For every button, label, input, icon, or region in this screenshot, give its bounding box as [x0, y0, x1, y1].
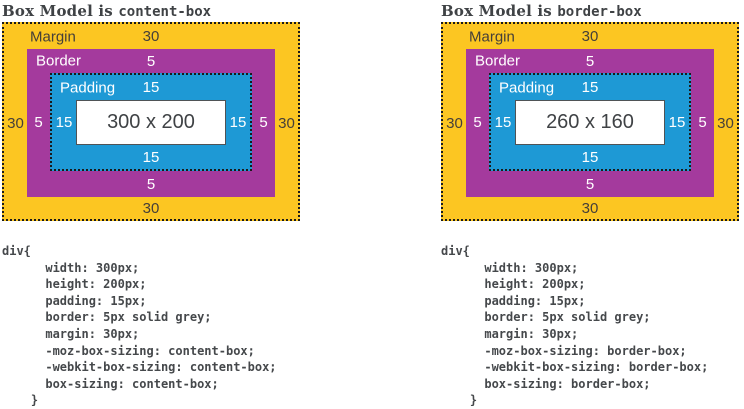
border-top-value: 5 — [146, 52, 156, 70]
padding-right-value: 15 — [229, 114, 247, 131]
padding-box: Padding 15 15 260 x 160 15 15 — [489, 73, 691, 171]
content-box: 260 x 160 — [515, 100, 665, 145]
margin-label: Margin — [30, 28, 76, 45]
panel-title: Box Model is content-box — [2, 2, 302, 21]
border-top-row: Border 5 — [27, 49, 275, 73]
margin-top-value: 30 — [581, 28, 599, 45]
margin-right-value: 30 — [717, 114, 734, 132]
border-label: Border — [36, 52, 82, 70]
border-label: Border — [475, 52, 521, 70]
padding-left-value: 15 — [494, 114, 512, 131]
padding-bottom-value: 15 — [581, 148, 599, 166]
padding-top-value: 15 — [581, 79, 599, 96]
content-size-label: 300 x 200 — [107, 111, 195, 133]
padding-left-value: 15 — [55, 114, 73, 131]
content-box: 300 x 200 — [76, 100, 226, 145]
padding-middle-row: 15 260 x 160 15 — [491, 100, 689, 145]
title-box-sizing-mode: content-box — [118, 4, 212, 20]
padding-box: Padding 15 15 300 x 200 15 15 — [50, 73, 252, 171]
border-bottom-value: 5 — [146, 175, 156, 193]
margin-bottom-value: 30 — [142, 199, 160, 217]
margin-top-row: Margin 30 — [443, 24, 737, 49]
border-top-row: Border 5 — [466, 49, 714, 73]
border-bottom-value: 5 — [585, 175, 595, 193]
content-box-panel: Box Model is content-box Margin 30 30 Bo… — [2, 0, 302, 409]
margin-right-value: 30 — [278, 114, 295, 132]
padding-right-value: 15 — [668, 114, 686, 131]
border-right-value: 5 — [259, 113, 268, 131]
border-right-value: 5 — [698, 113, 707, 131]
padding-middle-row: 15 300 x 200 15 — [52, 100, 250, 145]
padding-top-value: 15 — [142, 79, 160, 96]
padding-top-row: Padding 15 — [52, 75, 250, 100]
css-code-border-box: div{ width: 300px; height: 200px; paddin… — [441, 244, 709, 408]
border-box: Border 5 5 Padding 15 15 260 x 160 — [466, 49, 714, 197]
margin-label: Margin — [469, 28, 515, 45]
border-middle-row: 5 Padding 15 15 300 x 200 15 — [27, 73, 275, 171]
content-size-label: 260 x 160 — [546, 111, 634, 133]
margin-top-value: 30 — [142, 28, 160, 45]
padding-label: Padding — [499, 79, 555, 96]
border-box: Border 5 5 Padding 15 15 300 x 200 — [27, 49, 275, 197]
margin-box: Margin 30 30 Border 5 5 Padding 15 — [2, 22, 300, 221]
title-prefix: Box Model is — [2, 2, 119, 20]
border-left-value: 5 — [34, 113, 43, 131]
margin-box: Margin 30 30 Border 5 5 Padding 15 — [441, 22, 739, 221]
title-prefix: Box Model is — [441, 2, 558, 20]
padding-label: Padding — [60, 79, 116, 96]
border-top-value: 5 — [585, 52, 595, 70]
css-code-content-box: div{ width: 300px; height: 200px; paddin… — [2, 244, 277, 408]
border-left-value: 5 — [473, 113, 482, 131]
padding-bottom-value: 15 — [142, 148, 160, 166]
padding-top-row: Padding 15 — [491, 75, 689, 100]
margin-bottom-value: 30 — [581, 199, 599, 217]
title-box-sizing-mode: border-box — [557, 4, 642, 20]
margin-left-value: 30 — [7, 114, 24, 132]
margin-top-row: Margin 30 — [4, 24, 298, 49]
margin-middle-row: 30 Border 5 5 Padding 15 15 — [443, 49, 737, 197]
panel-title: Box Model is border-box — [441, 2, 741, 21]
margin-middle-row: 30 Border 5 5 Padding 15 15 — [4, 49, 298, 197]
margin-left-value: 30 — [446, 114, 463, 132]
border-middle-row: 5 Padding 15 15 260 x 160 15 — [466, 73, 714, 171]
border-box-panel: Box Model is border-box Margin 30 30 Bor… — [441, 0, 741, 409]
